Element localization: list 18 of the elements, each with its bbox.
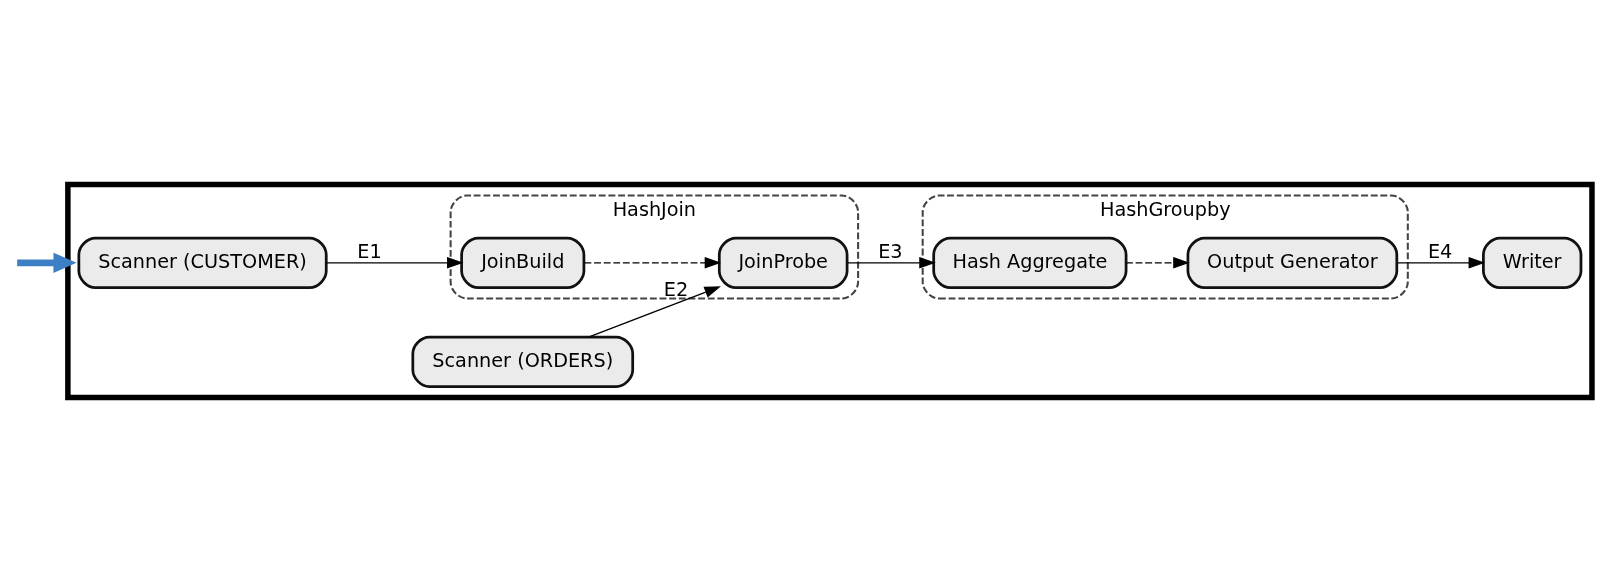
node-box: Writer (1482, 236, 1583, 289)
arrow (583, 257, 722, 269)
node-box: Scanner (CUSTOMER) (77, 236, 328, 289)
arrow (588, 286, 721, 338)
node-box: Hash Aggregate (932, 236, 1128, 289)
edge-label: E1 (357, 239, 382, 263)
edge-label: E4 (1427, 239, 1453, 263)
arrow (326, 257, 464, 269)
edge-label: E3 (878, 239, 903, 263)
node-box: JoinProbe (717, 236, 849, 289)
node-box: Scanner (ORDERS) (411, 335, 635, 388)
node-box: Output Generator (1186, 236, 1399, 289)
node-box: JoinBuild (460, 236, 586, 289)
cluster (65, 181, 1595, 401)
arrow (1125, 257, 1190, 269)
edge-label: E2 (663, 278, 689, 302)
arrow (1396, 257, 1486, 269)
arrow (846, 257, 936, 269)
